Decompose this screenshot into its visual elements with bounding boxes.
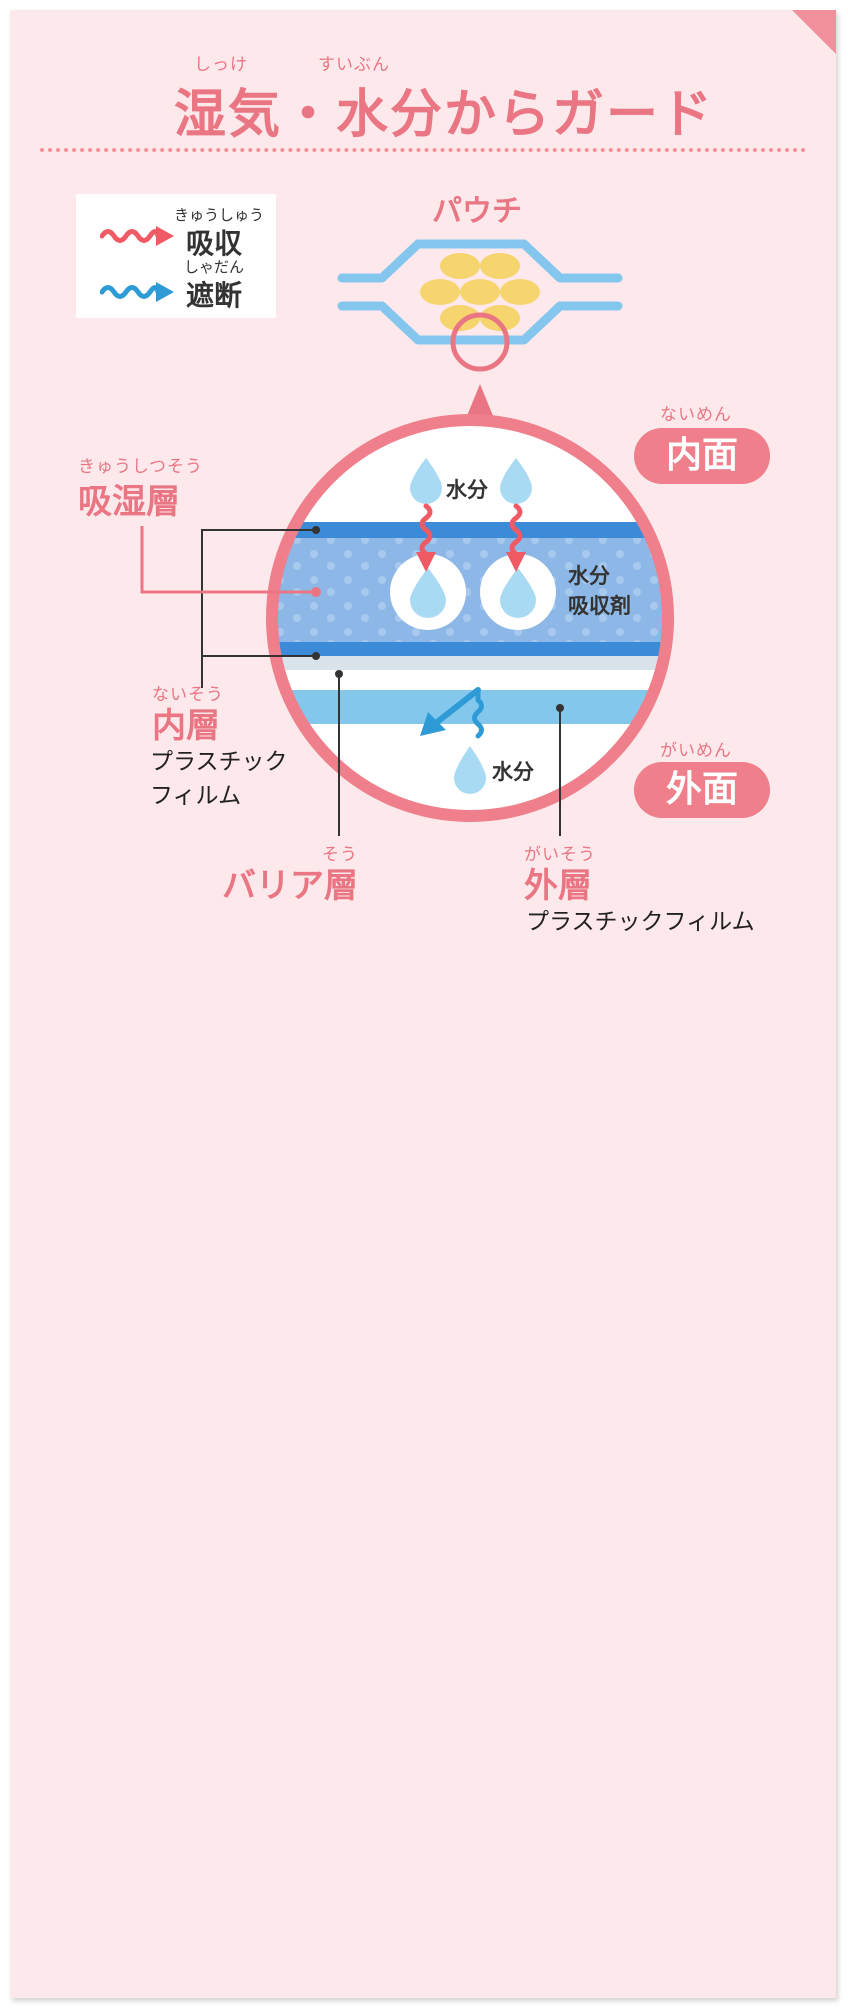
inner-film-layer (272, 522, 668, 538)
absorbent-leader (140, 526, 316, 594)
barrier-layer (272, 642, 668, 656)
absorbent-label-2: 吸収剤 (568, 594, 631, 618)
outer-face-badge: 外面 (634, 762, 770, 818)
inner-layer-label: 内層 (152, 706, 220, 746)
moisture-top-label: 水分 (446, 478, 488, 502)
barrier-layer-label: バリア層 (222, 866, 358, 906)
legend: きゅうしゅう 吸収 しゃだん 遮断 (76, 194, 276, 318)
pouch-diagram (140, 239, 674, 836)
inner-face-ruby: ないめん (660, 405, 732, 425)
outer-layer-sub: プラスチックフィルム (526, 909, 755, 935)
pouch-icon (337, 239, 623, 345)
inner-layer-sub-1: プラスチック (150, 749, 288, 775)
block-arrow-icon (420, 687, 484, 739)
absorb-arrow-icon (100, 226, 174, 246)
title-ruby-suibun: すいぶん (318, 55, 390, 75)
title-ruby-shikke: しっけ (194, 55, 248, 75)
page-corner-fold (792, 10, 836, 54)
outer-face-ruby: がいめん (660, 741, 732, 761)
absorb-arrow-icon (416, 503, 526, 572)
absorbed-drop-icon (410, 568, 446, 618)
legend-absorb-ruby: きゅうしゅう (174, 206, 265, 224)
inner-layer-ruby: ないそう (152, 685, 224, 705)
moisture-drop-icon (410, 458, 442, 504)
legend-absorb-label: 吸収 (186, 227, 243, 260)
blocked-drop-icon (454, 746, 486, 794)
magnified-view-border (266, 414, 674, 822)
moisture-drop-icon (500, 458, 532, 504)
absorbent-layer-label: 吸湿層 (78, 482, 180, 522)
legend-block-label: 遮断 (186, 279, 243, 312)
outer-layer-ruby: がいそう (524, 845, 596, 865)
absorbent-layer-ruby: きゅうしつそう (78, 457, 203, 477)
moisture-bottom-label: 水分 (492, 760, 534, 784)
absorbed-drop-icon (500, 568, 536, 618)
inner-face-badge: 内面 (634, 428, 770, 484)
outer-layer-label: 外層 (524, 866, 592, 906)
barrier-layer-ruby: そう (322, 845, 358, 865)
legend-block-ruby: しゃだん (184, 258, 245, 276)
title-divider (40, 148, 806, 152)
pouch-label: パウチ (432, 194, 522, 229)
inner-layer-sub-2: フィルム (150, 783, 242, 809)
absorbent-label-1: 水分 (568, 564, 610, 588)
block-arrow-icon (100, 282, 174, 302)
page-title: 湿気・水分からガード (174, 85, 715, 145)
zoom-marker (450, 312, 510, 372)
